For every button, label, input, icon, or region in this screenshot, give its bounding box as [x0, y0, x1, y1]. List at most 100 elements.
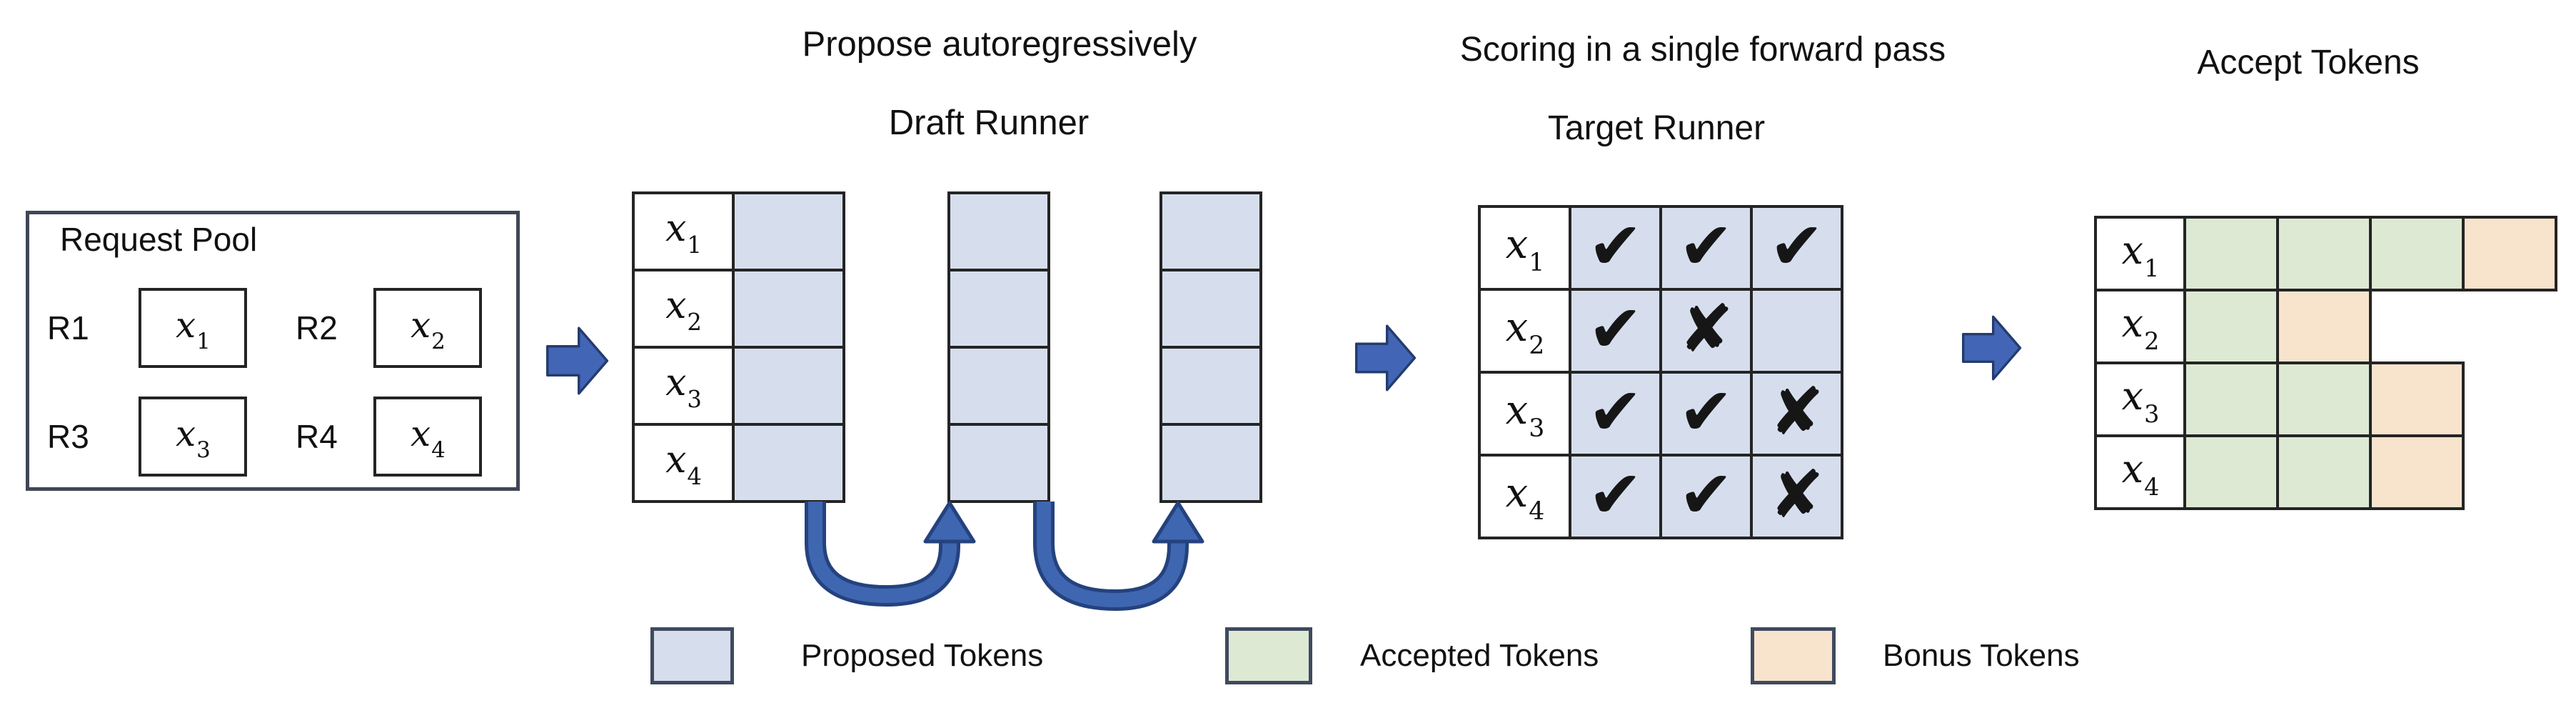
target-score-cell-check: ✔ [1750, 205, 1843, 291]
target-runner-title: Target Runner [1547, 109, 1766, 147]
draft-runner-title: Draft Runner [888, 104, 1090, 142]
accept-row-label: x3 [2094, 362, 2186, 437]
accept-cell-bonus [2276, 289, 2372, 364]
check-mark-icon: ✔ [1678, 374, 1734, 450]
target-score-cell-check: ✔ [1569, 454, 1662, 539]
check-mark-icon: ✔ [1587, 291, 1644, 367]
accept-row-label: x2 [2094, 289, 2186, 364]
accept-row-label: x1 [2094, 216, 2186, 291]
request-id-label: R1 [47, 309, 89, 346]
cross-mark-icon: ✘ [1769, 457, 1825, 533]
accept-cell-accepted [2183, 362, 2279, 437]
request-token-box: x1 [139, 288, 247, 368]
token-label: x1 [1505, 221, 1545, 277]
draft-proposed-cell [732, 191, 845, 271]
draft-proposed-cell [732, 346, 845, 426]
target-score-cell-check: ✔ [1659, 205, 1753, 291]
cross-mark-icon: ✘ [1769, 374, 1825, 450]
token-label: x2 [1505, 304, 1545, 360]
propose-title: Propose autoregressively [802, 25, 1197, 64]
legend-label-proposed: Proposed Tokens [801, 638, 1044, 673]
target-row-label: x4 [1478, 454, 1571, 539]
request-pool-title: Request Pool [60, 221, 258, 258]
accept-cell-accepted [2276, 362, 2372, 437]
accept-cell-bonus [2369, 434, 2465, 510]
token-label: x4 [411, 412, 446, 464]
target-row-label: x3 [1478, 371, 1571, 457]
request-id-label: R4 [296, 418, 338, 455]
legend-label-bonus: Bonus Tokens [1883, 638, 2080, 673]
draft-proposed-cell [732, 269, 845, 349]
arrow-draft-to-target-icon [1355, 324, 1417, 392]
draft-proposed-cell [947, 423, 1050, 503]
accept-cell-accepted [2369, 216, 2465, 291]
accept-tokens-title: Accept Tokens [2197, 44, 2420, 81]
arrow-target-to-accept-icon [1962, 315, 2022, 381]
request-id-label: R3 [47, 418, 89, 455]
token-label: x4 [665, 439, 702, 491]
accept-cell-accepted [2183, 289, 2279, 364]
target-score-cell-cross: ✘ [1750, 454, 1843, 539]
accept-cell-accepted [2276, 434, 2372, 510]
token-label: x4 [1505, 469, 1545, 526]
token-label: x1 [665, 207, 702, 259]
legend-swatch-proposed [650, 627, 734, 684]
token-label: x3 [665, 362, 702, 414]
target-score-cell-check: ✔ [1659, 454, 1753, 539]
check-mark-icon: ✔ [1678, 208, 1734, 284]
token-label: x3 [176, 412, 211, 464]
request-id-label: R2 [296, 309, 338, 346]
target-score-cell-check: ✔ [1569, 205, 1662, 291]
draft-proposed-cell [947, 269, 1050, 349]
cross-mark-icon: ✘ [1678, 291, 1734, 367]
target-score-cell-check: ✔ [1659, 371, 1753, 457]
draft-row-label: x1 [632, 191, 735, 271]
legend-swatch-accepted [1225, 627, 1312, 684]
draft-proposed-cell [732, 423, 845, 503]
token-label: x1 [2121, 227, 2160, 282]
legend-label-accepted: Accepted Tokens [1360, 638, 1599, 673]
token-label: x1 [176, 304, 211, 355]
loop-arrow-1-icon [805, 501, 976, 607]
accept-cell-bonus [2369, 362, 2465, 437]
check-mark-icon: ✔ [1678, 457, 1734, 533]
draft-proposed-cell [1159, 346, 1262, 426]
target-row-label: x2 [1478, 288, 1571, 374]
accept-cell-accepted [2183, 434, 2279, 510]
draft-proposed-cell [947, 346, 1050, 426]
check-mark-icon: ✔ [1769, 208, 1825, 284]
target-row-label: x1 [1478, 205, 1571, 291]
token-label: x2 [2121, 300, 2160, 355]
token-label: x2 [411, 304, 446, 355]
accept-cell-bonus [2462, 216, 2557, 291]
draft-row-label: x3 [632, 346, 735, 426]
arrow-pool-to-draft-icon [546, 326, 609, 395]
draft-proposed-cell [947, 191, 1050, 271]
target-score-cell-none [1750, 288, 1843, 374]
target-score-cell-check: ✔ [1569, 371, 1662, 457]
loop-arrow-2-icon [1033, 501, 1204, 612]
draft-row-label: x2 [632, 269, 735, 349]
check-mark-icon: ✔ [1587, 208, 1644, 284]
draft-proposed-cell [1159, 269, 1262, 349]
check-mark-icon: ✔ [1587, 374, 1644, 450]
legend-swatch-bonus [1751, 627, 1836, 684]
target-score-cell-cross: ✘ [1659, 288, 1753, 374]
accept-cell-accepted [2183, 216, 2279, 291]
token-label: x3 [1505, 387, 1545, 443]
target-score-cell-cross: ✘ [1750, 371, 1843, 457]
target-score-cell-check: ✔ [1569, 288, 1662, 374]
draft-proposed-cell [1159, 191, 1262, 271]
token-label: x4 [2121, 446, 2160, 501]
token-label: x2 [665, 284, 702, 336]
accept-cell-accepted [2276, 216, 2372, 291]
token-label: x3 [2121, 373, 2160, 428]
accept-row-label: x4 [2094, 434, 2186, 510]
request-token-box: x4 [373, 397, 482, 477]
request-token-box: x2 [373, 288, 482, 368]
draft-row-label: x4 [632, 423, 735, 503]
scoring-title: Scoring in a single forward pass [1459, 31, 1946, 69]
check-mark-icon: ✔ [1587, 457, 1644, 533]
request-token-box: x3 [139, 397, 247, 477]
